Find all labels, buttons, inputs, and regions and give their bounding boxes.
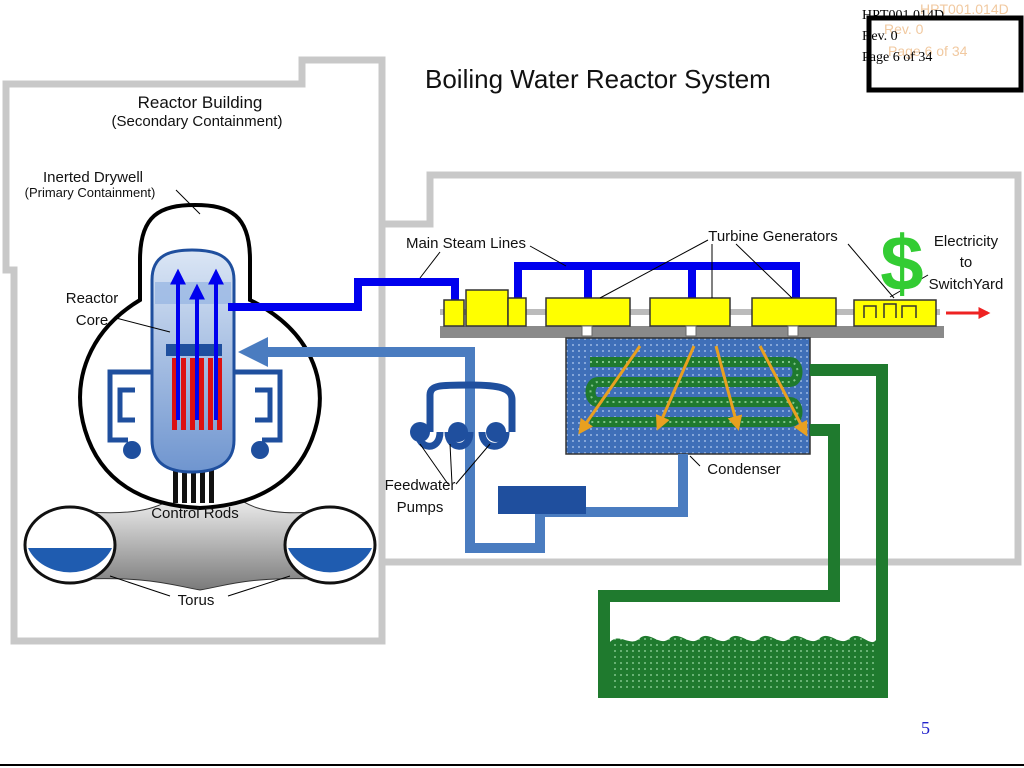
label-primary-containment: (Primary Containment) (25, 185, 156, 200)
label-torus: Torus (178, 592, 215, 609)
ghost-rev: Rev. 0 (884, 21, 924, 37)
control-rods (172, 358, 222, 430)
turbine-building-wall (382, 171, 1022, 566)
cooling-pond (610, 635, 876, 688)
label-switchyard: SwitchYard (929, 276, 1004, 293)
ghost-page: Page 6 of 34 (888, 43, 968, 59)
label-feedwater: Feedwater (385, 477, 456, 494)
label-secondary-containment: (Secondary Containment) (112, 113, 283, 130)
slide-number: 5 (921, 718, 930, 738)
label-to: to (960, 254, 973, 271)
condenser (565, 337, 811, 455)
recirculation-loops (107, 369, 283, 443)
hotwell (498, 486, 586, 514)
revision: Rev. 0 (862, 29, 898, 44)
label-inerted-drywell: Inerted Drywell (43, 169, 143, 186)
feedwater-line (238, 337, 688, 553)
core-flow-arrows (170, 268, 224, 420)
turbine-generators (443, 289, 937, 327)
generator-windings (863, 303, 917, 318)
cooling-water-loop (598, 364, 888, 698)
torus (23, 494, 377, 591)
label-pumps: Pumps (397, 499, 444, 516)
ghost-doc-id: HPT001.014D (920, 1, 1009, 17)
doc-id: HPT001.014D (862, 8, 945, 23)
header-box (866, 15, 1024, 93)
leader-lines (109, 189, 929, 597)
label-reactor-building: Reactor Building (138, 93, 263, 112)
feedwater-pumps (414, 381, 516, 450)
label-control-rods: Control Rods (151, 505, 239, 522)
label-core: Core (76, 312, 109, 329)
label-main-steam-lines: Main Steam Lines (406, 235, 526, 252)
label-reactor: Reactor (66, 290, 119, 307)
diagram-title: Boiling Water Reactor System (425, 64, 771, 94)
dollar-icon: $ (880, 219, 923, 307)
control-rod-drives (173, 470, 214, 503)
flow-arrow-icon (578, 345, 808, 437)
reactor-building-wall (2, 56, 386, 645)
page-count: Page 6 of 34 (862, 50, 933, 65)
label-electricity: Electricity (934, 233, 999, 250)
label-condenser: Condenser (707, 461, 780, 478)
label-turbine-generators: Turbine Generators (708, 228, 838, 245)
